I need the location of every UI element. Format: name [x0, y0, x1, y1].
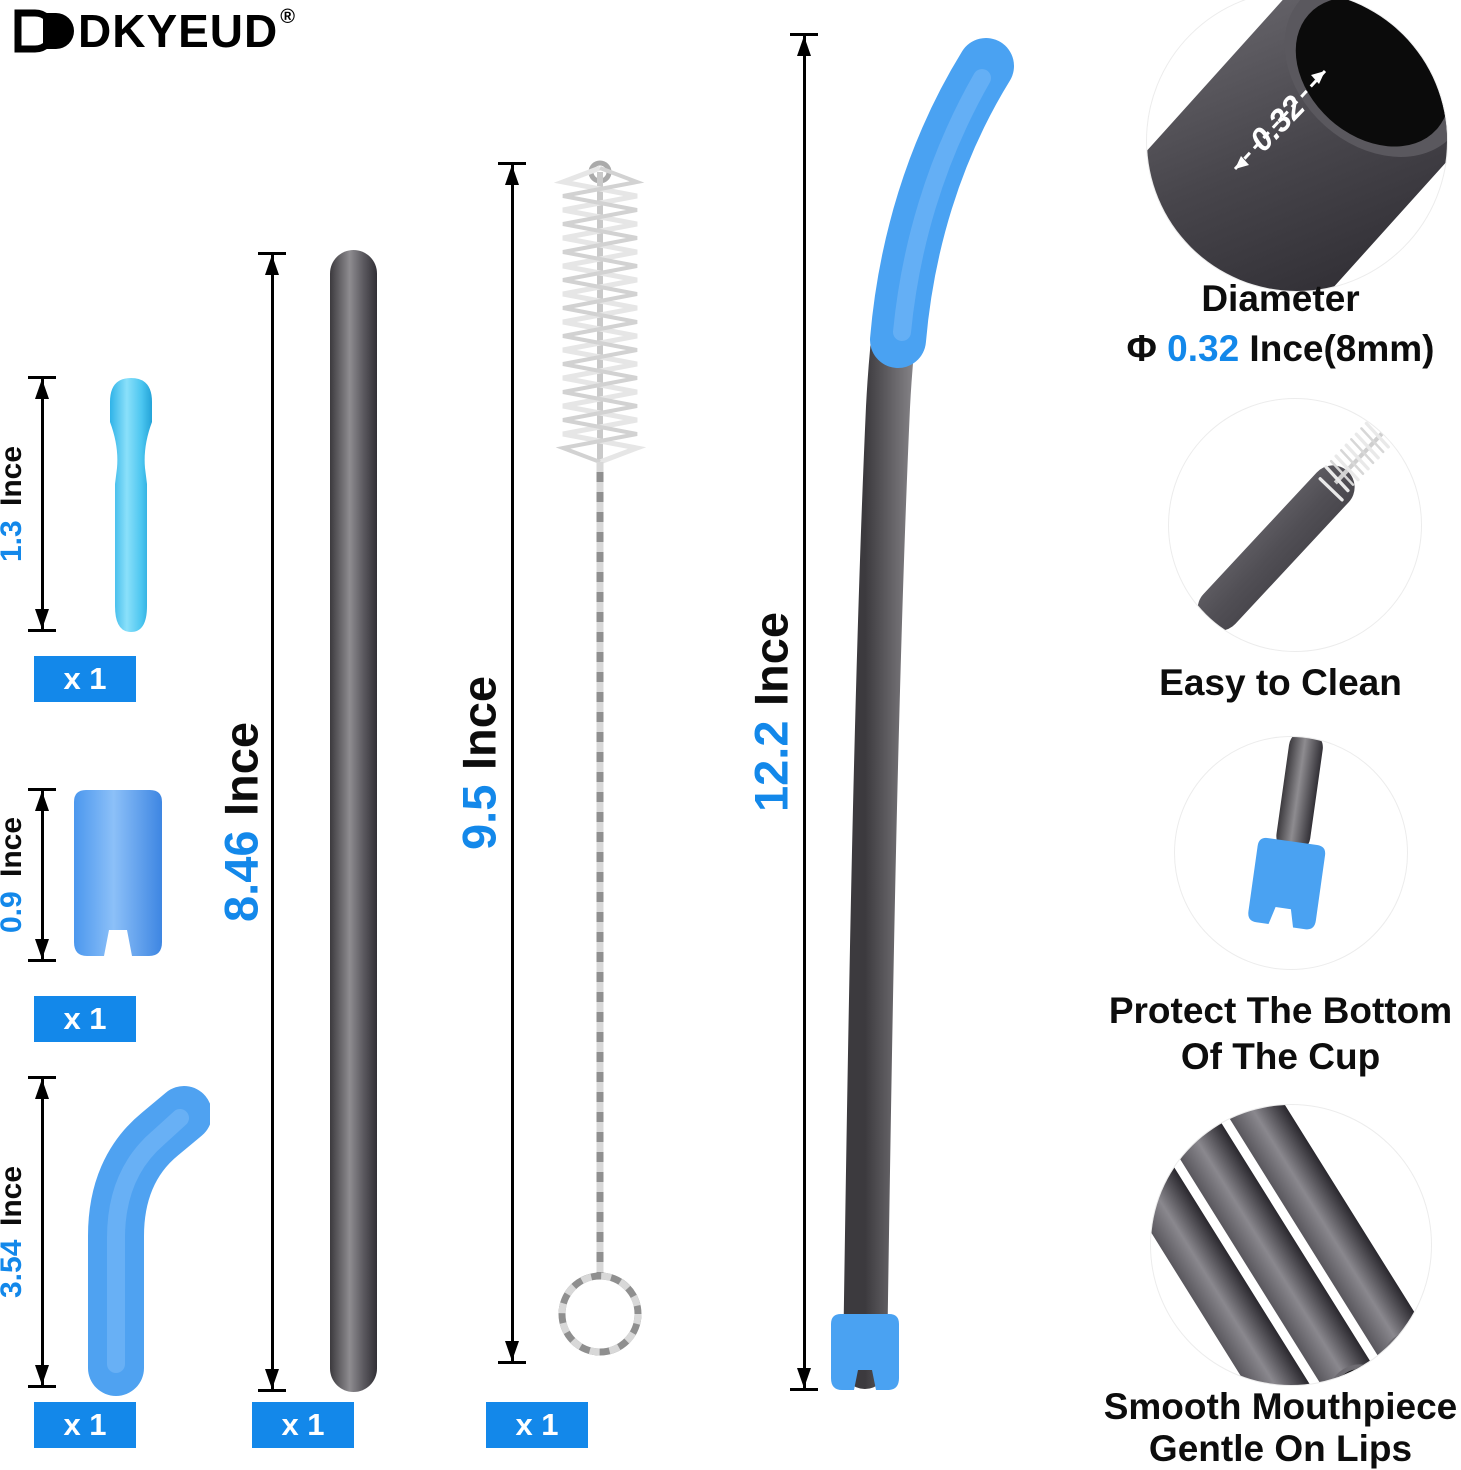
callout-text: Gentle On Lips — [1148, 1428, 1413, 1469]
quantity-badge: x 1 — [34, 1402, 136, 1448]
callout-protect-title-line2: Of The Cup — [1100, 1036, 1461, 1078]
dimension-cap — [258, 1389, 286, 1392]
arrow-down-icon — [265, 1369, 279, 1389]
measurement-value: 0.9 — [0, 891, 28, 933]
metal-straw-bent-illustration — [831, 38, 1014, 1390]
brand-name: DKYEUD — [78, 5, 279, 57]
callout-text: Diameter — [1201, 278, 1360, 319]
callout-text: Easy to Clean — [1159, 662, 1402, 703]
measurement-value: 3.54 — [0, 1239, 28, 1299]
dimension-line — [28, 788, 56, 962]
diameter-unit: Ince(8mm) — [1239, 328, 1435, 369]
dimension-cap — [28, 629, 56, 632]
dimension-rule — [510, 164, 514, 1362]
cleaning-brush-illustration — [553, 160, 647, 1356]
measurement-unit: Ince — [0, 1165, 28, 1226]
dimension-rule — [40, 790, 44, 960]
dimension-line — [498, 162, 526, 1364]
arrow-up-icon — [35, 791, 49, 811]
registered-mark: ® — [280, 6, 295, 28]
quantity-label: x 1 — [63, 1407, 107, 1442]
measurement-value: 9.5 — [452, 784, 506, 850]
dimension-cap — [258, 252, 286, 255]
dimension-line — [258, 252, 286, 1392]
dimension-line — [790, 33, 818, 1391]
arrow-up-icon — [35, 1079, 49, 1099]
measurement-label: 9.5 Ince — [452, 162, 506, 1364]
callout-text: Of The Cup — [1180, 1036, 1381, 1077]
arrow-up-icon — [797, 36, 811, 56]
dimension-cap — [28, 1076, 56, 1079]
measurement-value: 1.3 — [0, 520, 28, 562]
arrow-up-icon — [265, 255, 279, 275]
quantity-label: x 1 — [515, 1407, 559, 1442]
dimension-rule — [40, 1078, 44, 1386]
measurement-unit: Ince — [0, 446, 28, 507]
callout-mouthpiece-title-line1: Smooth Mouthpiece — [1100, 1386, 1461, 1428]
measurement-unit: Ince — [452, 676, 506, 771]
three-straws-illustration — [1151, 1105, 1431, 1385]
arrow-up-icon — [505, 165, 519, 185]
phi-symbol: Φ — [1126, 328, 1168, 369]
callout-protect-title-line1: Protect The Bottom — [1100, 990, 1461, 1032]
arrow-down-icon — [797, 1368, 811, 1388]
dimension-cap — [28, 959, 56, 962]
brush-in-straw-illustration — [1197, 421, 1391, 631]
dimension-rule — [802, 35, 806, 1389]
callout-diameter-title: Diameter — [1100, 278, 1461, 320]
callout-mouthpiece-title-line2: Gentle On Lips — [1100, 1428, 1461, 1470]
dimension-line — [28, 376, 56, 632]
dimension-rule — [40, 378, 44, 630]
silicone-tip-bent-illustration — [88, 1086, 210, 1396]
measurement-unit: Ince — [0, 817, 28, 878]
arrow-down-icon — [35, 609, 49, 629]
dimension-cap — [498, 162, 526, 165]
dimension-cap — [28, 376, 56, 379]
quantity-label: x 1 — [63, 661, 107, 696]
measurement-unit: Ince — [744, 612, 798, 707]
measurement-value: 8.46 — [214, 830, 268, 922]
clean-photo-circle — [1168, 398, 1422, 652]
measurement-label: 0.9 Ince — [0, 788, 32, 962]
protect-photo-circle — [1174, 736, 1408, 970]
arrow-down-icon — [35, 939, 49, 959]
silicone-cup-protector-illustration — [74, 790, 162, 956]
dimension-cap — [790, 33, 818, 36]
callout-diameter-value: Φ 0.32 Ince(8mm) — [1100, 328, 1461, 370]
mouthpiece-photo-circle — [1150, 1104, 1432, 1386]
dimension-cap — [498, 1361, 526, 1364]
quantity-label: x 1 — [63, 1001, 107, 1036]
diameter-photo-circle: 0.32 — [1146, 0, 1448, 292]
arrow-up-icon — [35, 379, 49, 399]
callout-text: Smooth Mouthpiece — [1103, 1386, 1458, 1427]
brand-logo: DKYEUD ® — [10, 6, 295, 56]
brand-monogram-icon — [14, 9, 74, 53]
measurement-label: 3.54 Ince — [0, 1076, 32, 1388]
dimension-cap — [790, 1388, 818, 1391]
measurement-value: 12.2 — [744, 720, 798, 812]
dimension-cap — [28, 788, 56, 791]
measurement-label: 8.46 Ince — [214, 252, 268, 1392]
callout-text: Protect The Bottom — [1108, 990, 1453, 1031]
quantity-badge: x 1 — [486, 1402, 588, 1448]
measurement-label: 1.3 Ince — [0, 376, 32, 632]
quantity-label: x 1 — [281, 1407, 325, 1442]
dimension-rule — [270, 254, 274, 1390]
dimension-cap — [28, 1385, 56, 1388]
diameter-value: 0.32 — [1167, 328, 1240, 369]
arrow-down-icon — [505, 1341, 519, 1361]
quantity-badge: x 1 — [34, 656, 136, 702]
metal-straw-straight-illustration — [330, 250, 377, 1392]
arrow-down-icon — [35, 1365, 49, 1385]
straw-end-macro-illustration: 0.32 — [1147, 0, 1447, 291]
straw-with-tip-illustration — [1248, 737, 1326, 930]
measurement-label: 12.2 Ince — [744, 33, 798, 1391]
quantity-badge: x 1 — [252, 1402, 354, 1448]
callout-clean-title: Easy to Clean — [1100, 662, 1461, 704]
silicone-tip-straight-illustration — [110, 378, 152, 632]
measurement-unit: Ince — [214, 722, 268, 817]
quantity-badge: x 1 — [34, 996, 136, 1042]
dimension-line — [28, 1076, 56, 1388]
